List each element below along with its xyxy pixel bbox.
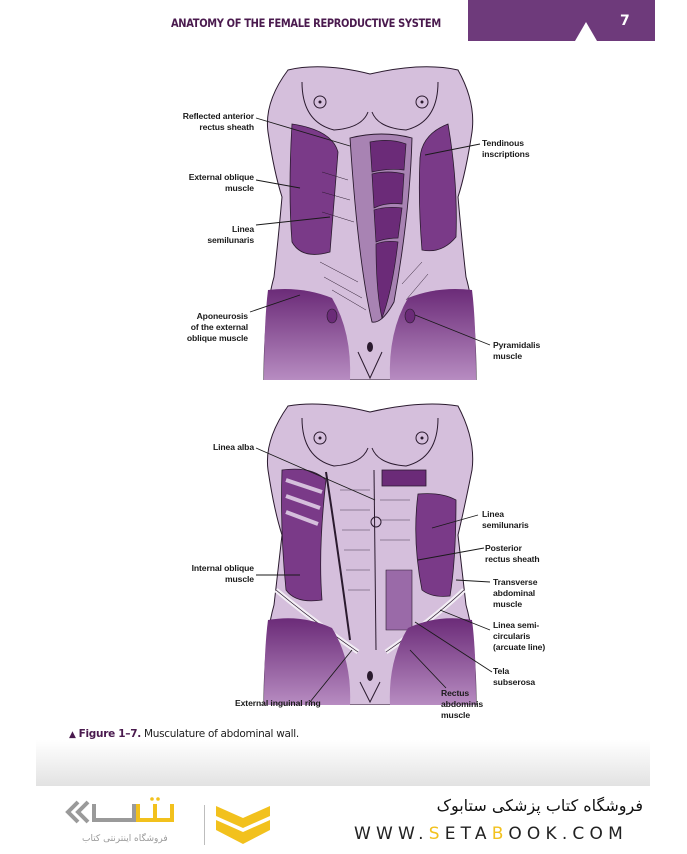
label-rectus-abdominis-muscle: Rectus abdominis muscle (441, 688, 483, 721)
url-part: WWW. (354, 824, 429, 844)
label-line: rectus sheath (485, 554, 540, 564)
label-line: Tela (493, 666, 510, 676)
figure-caption: ▲Figure 1–7. Musculature of abdominal wa… (69, 728, 299, 740)
label-line: Pyramidalis (493, 340, 541, 350)
label-linea-semilunaris-bottom: Linea semilunaris (482, 509, 529, 531)
url-part: OOK.COM (508, 824, 628, 844)
label-line: Posterior (485, 543, 522, 553)
label-line: External oblique (188, 172, 254, 182)
label-reflected-anterior-rectus-sheath: Reflected anterior rectus sheath (170, 111, 254, 133)
label-line: External inguinal ring (235, 698, 321, 708)
label-line: (arcuate line) (493, 642, 546, 652)
label-line: rectus sheath (199, 122, 254, 132)
label-tela-subserosa: Tela subserosa (493, 666, 535, 688)
page-number-box (468, 0, 655, 41)
label-line: Internal oblique (191, 563, 254, 573)
label-pyramidalis-muscle: Pyramidalis muscle (493, 340, 540, 362)
running-head-title: ANATOMY OF THE FEMALE REPRODUCTIVE SYSTE… (171, 16, 441, 30)
page-box-notch (575, 22, 597, 41)
label-internal-oblique-muscle: Internal oblique muscle (170, 563, 254, 585)
label-line: muscle (224, 574, 254, 584)
label-external-inguinal-ring: External inguinal ring (235, 698, 321, 709)
label-line: semilunaris (207, 235, 254, 245)
label-line: muscle (493, 599, 523, 609)
triangle-marker-icon: ▲ (69, 730, 76, 740)
label-line: Linea alba (212, 442, 254, 452)
label-posterior-rectus-sheath: Posterior rectus sheath (485, 543, 540, 565)
double-chevron-icon (65, 800, 90, 824)
url-highlight: B (491, 824, 509, 844)
store-name: فروشگاه کتاب پزشکی ستابوک (436, 796, 643, 815)
label-tendinous-inscriptions: Tendinous inscriptions (482, 138, 530, 160)
label-line: abdominis (441, 699, 484, 709)
label-line: Rectus (441, 688, 470, 698)
label-line: Linea (482, 509, 504, 519)
label-line: Aponeurosis (196, 311, 249, 321)
label-linea-semicircularis: Linea semi- circularis (arcuate line) (493, 620, 545, 653)
label-external-oblique-muscle: External oblique muscle (170, 172, 254, 194)
label-line: Reflected anterior (182, 111, 254, 121)
url-highlight: S (428, 824, 445, 844)
label-line: semilunaris (482, 520, 529, 530)
label-line: Tendinous (482, 138, 524, 148)
figure-top-illustration (263, 66, 477, 380)
label-linea-alba: Linea alba (190, 442, 254, 453)
label-line: of the external (190, 322, 248, 332)
label-line: Transverse (493, 577, 538, 587)
setabook-logo (65, 797, 174, 824)
store-url[interactable]: WWW.SETABOOK.COM (354, 824, 628, 844)
label-line: muscle (493, 351, 523, 361)
figure-bottom-illustration (263, 403, 477, 705)
label-aponeurosis-external-oblique: Aponeurosis of the external oblique musc… (160, 311, 248, 344)
label-line: circularis (493, 631, 531, 641)
label-line: oblique muscle (186, 333, 248, 343)
page-bottom-shadow (36, 740, 650, 786)
logo-divider (204, 805, 205, 845)
label-line: muscle (441, 710, 471, 720)
label-line: Linea (232, 224, 254, 234)
label-linea-semilunaris-top: Linea semilunaris (170, 224, 254, 246)
caption-text: Musculature of abdominal wall. (143, 728, 299, 740)
page-number: 7 (620, 13, 630, 29)
label-line: Linea semi- (493, 620, 540, 630)
setabook-shield-icon (216, 806, 270, 844)
label-line: subserosa (493, 677, 536, 687)
url-part: ETA (444, 824, 492, 844)
label-transverse-abdominal-muscle: Transverse abdominal muscle (493, 577, 537, 610)
label-line: muscle (224, 183, 254, 193)
label-line: abdominal (493, 588, 536, 598)
logo-tagline: فروشگاه اینترنتی کتاب (82, 834, 168, 844)
label-line: inscriptions (482, 149, 530, 159)
figure-number: Figure 1–7. (78, 728, 142, 740)
